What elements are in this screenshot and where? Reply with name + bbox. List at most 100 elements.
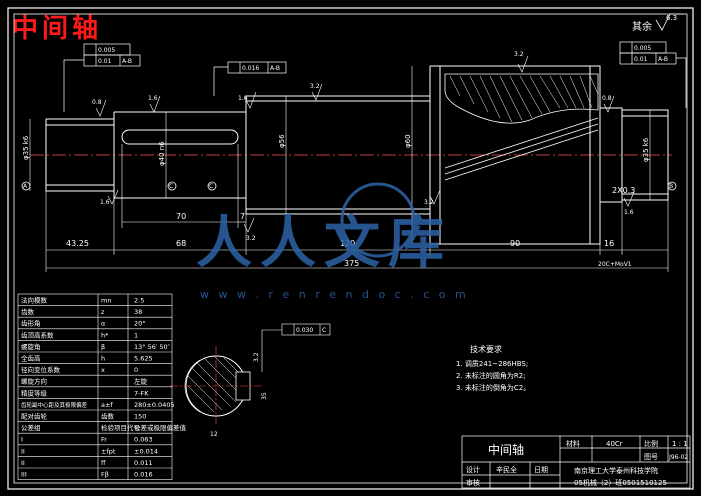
svg-text:审核: 审核 (466, 478, 480, 487)
svg-text:C: C (322, 327, 326, 334)
svg-text:0.8: 0.8 (92, 99, 102, 106)
svg-text:人人文库: 人人文库 (196, 211, 452, 276)
param-cell: h (101, 355, 105, 363)
svg-text:w w w . r e n r e n d o c . c: w w w . r e n r e n d o c . c o m (200, 288, 469, 301)
svg-text:1.6: 1.6 (100, 199, 110, 206)
param-cell: 径向变位系数 (21, 365, 61, 374)
svg-text:φ56: φ56 (278, 134, 286, 148)
tolerance-frames (63, 41, 687, 112)
param-cell: 公差组 (21, 423, 41, 432)
svg-text:2X0.3: 2X0.3 (612, 186, 635, 195)
roughness-note: 其余 (632, 20, 652, 33)
svg-text:375: 375 (344, 259, 359, 268)
svg-text:A-B: A-B (122, 58, 132, 65)
roughness-values: 0.8 1.6 1.6 3.2 3.2 1.6 1.6 0.8 3.2 3.2 (92, 51, 634, 242)
gear-param-table (17, 293, 173, 480)
svg-text:中间轴: 中间轴 (488, 442, 524, 457)
section-view: 0.030 C 3.2 35 12 (170, 323, 331, 438)
svg-text:05机械（2）班0501510125: 05机械（2）班0501510125 (574, 478, 667, 487)
watermark: 人人文库 w w w . r e n r e n d o c . c o m (196, 182, 469, 301)
tech-requirements: 技术要求 1. 调质241~286HBS; 2. 未标注的圆角为R2; 3. 未… (456, 344, 530, 392)
svg-text:12: 12 (210, 431, 218, 438)
svg-text:技术要求: 技术要求 (470, 344, 502, 354)
svg-text:0.01: 0.01 (98, 58, 112, 65)
param-cell: ff (101, 459, 106, 467)
param-cell: 38 (134, 308, 142, 316)
title-block (461, 435, 691, 489)
param-cell: 2.5 (134, 297, 144, 305)
svg-text:3.2: 3.2 (514, 51, 524, 58)
param-cell: 0 (134, 366, 138, 374)
tolerance-text: 0.005 0.01 A-B 0.016 A-B 0.005 0.01 A-B (98, 45, 668, 72)
svg-text:南京理工大学泰州科技学院: 南京理工大学泰州科技学院 (574, 466, 658, 475)
svg-text:3.2: 3.2 (246, 235, 256, 242)
svg-text:3. 未标注的倒角为C2。: 3. 未标注的倒角为C2。 (456, 383, 530, 392)
svg-text:B: B (669, 183, 673, 190)
inner-frame (13, 13, 688, 484)
svg-text:φ35 k6: φ35 k6 (642, 137, 650, 162)
svg-text:7: 7 (240, 212, 245, 221)
svg-text:1.6: 1.6 (148, 95, 158, 102)
param-cell: 0.016 (134, 471, 153, 479)
param-cell: 左旋 (134, 377, 148, 386)
gear-section-hatch (444, 73, 599, 181)
datum-markers (21, 181, 677, 191)
svg-text:3.2: 3.2 (424, 199, 434, 206)
param-cell: 螺旋角 (21, 342, 41, 351)
svg-text:0.030: 0.030 (296, 327, 313, 334)
param-cell: 螺旋方向 (21, 377, 47, 386)
svg-text:0.005: 0.005 (98, 47, 115, 54)
svg-text:3.2: 3.2 (253, 352, 260, 362)
param-cell: 配对齿轮 (21, 412, 48, 421)
svg-text:J96-02: J96-02 (668, 454, 688, 461)
param-cell: ±fpt (101, 447, 116, 455)
param-cell: 精度等级 (21, 388, 48, 397)
param-cell: ±0.014 (134, 447, 158, 455)
datum-labels: A C C B (23, 183, 673, 190)
param-cell: a±f (101, 401, 113, 409)
svg-text:A-B: A-B (658, 56, 668, 63)
param-cell: 法向模数 (21, 296, 48, 305)
svg-text:0.005: 0.005 (634, 45, 651, 52)
svg-text:43.25: 43.25 (66, 239, 89, 248)
svg-text:1 : 1: 1 : 1 (672, 440, 688, 448)
svg-text:C: C (169, 183, 173, 190)
svg-text:0.016: 0.016 (242, 65, 259, 72)
param-cell: 0.011 (134, 459, 153, 467)
svg-text:120: 120 (340, 239, 355, 248)
param-cell: I (21, 436, 23, 444)
param-cell: 150 (134, 413, 146, 421)
param-cell: 5.625 (134, 355, 153, 363)
title-block-text: 中间轴 材料 40Cr 比例 1 : 1 图号 J96-02 设计 辛民全 审核… (466, 439, 688, 487)
svg-text:日期: 日期 (534, 466, 548, 474)
param-cell: Fβ (101, 471, 109, 479)
svg-text:68: 68 (176, 239, 186, 248)
drawing-title: 中间轴 (12, 14, 103, 44)
svg-text:1. 调质241~286HBS;: 1. 调质241~286HBS; (456, 359, 528, 368)
svg-text:φ35 k6: φ35 k6 (22, 135, 30, 160)
svg-text:35: 35 (261, 392, 268, 400)
param-cell: 13° 56′ 50″ (134, 343, 171, 351)
param-cell: 齿数 (101, 412, 115, 421)
param-cell: Fr (101, 436, 107, 444)
svg-text:A: A (23, 183, 28, 190)
svg-text:70: 70 (176, 212, 186, 221)
param-cell: 齿数 (21, 307, 35, 316)
param-cell: 0.063 (134, 436, 153, 444)
param-cell: h* (101, 331, 109, 339)
svg-text:设计: 设计 (466, 465, 480, 474)
param-cell: 20° (134, 320, 146, 328)
svg-text:0.8: 0.8 (602, 95, 612, 102)
roughness-marks (95, 55, 635, 233)
param-cell: z (101, 308, 105, 316)
param-cell: 1 (134, 331, 138, 339)
svg-text:φ60: φ60 (404, 134, 412, 148)
param-cell: 齿顶高系数 (21, 330, 54, 339)
param-cell: II (21, 459, 25, 467)
param-cell: III (21, 471, 27, 479)
svg-text:90: 90 (510, 239, 520, 248)
svg-text:2. 未标注的圆角为R2;: 2. 未标注的圆角为R2; (456, 371, 526, 380)
svg-text:16: 16 (604, 239, 614, 248)
